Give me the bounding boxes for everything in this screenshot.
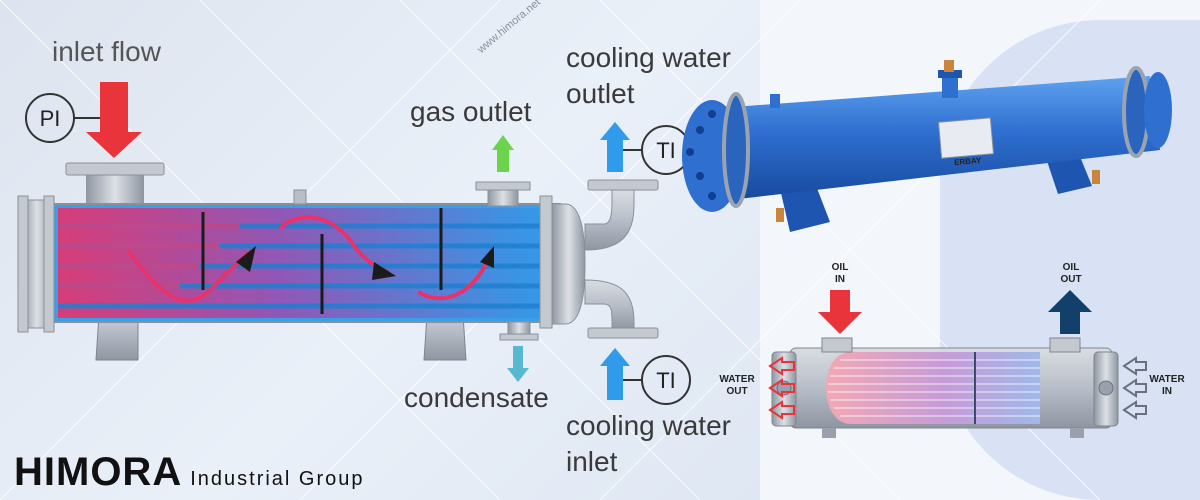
cooling-water-inlet-elbow <box>584 279 635 331</box>
oil-cooler-right-port <box>1098 380 1114 396</box>
right-flange <box>539 195 553 329</box>
water-in-label-line2: IN <box>1162 386 1172 397</box>
water-out-label: WATER OUT <box>712 374 762 398</box>
water-in-label-line1: WATER <box>1149 374 1185 385</box>
product-left-flange <box>722 92 750 208</box>
pi-badge-label: PI <box>40 106 61 131</box>
oil-out-arrow <box>1048 290 1092 334</box>
oil-cooler-foot-right <box>1070 428 1084 438</box>
shell-vent <box>293 189 307 205</box>
inlet-flow-label: inlet flow <box>52 36 161 67</box>
product-top-nozzle-flange <box>938 70 962 78</box>
oil-in-label-line2: IN <box>835 274 845 285</box>
product-top-nozzle <box>942 78 958 98</box>
water-out-arrows <box>768 356 795 420</box>
cooling-water-outlet-label-line2: outlet <box>566 78 635 109</box>
product-nameplate <box>937 117 995 159</box>
blue-oil-cooler-product: ERBAY <box>682 60 1172 232</box>
cooling-water-inlet-flange <box>587 327 659 339</box>
product-bottom-fitting <box>1092 170 1100 184</box>
condensate-arrow <box>507 346 529 382</box>
left-flange <box>17 195 29 333</box>
water-in-arrows <box>1122 356 1147 420</box>
product-bolts <box>686 110 716 200</box>
oil-out-nozzle <box>1049 337 1081 353</box>
gas-outlet-nozzle <box>487 187 519 207</box>
right-head <box>551 203 586 325</box>
cooling-water-outlet-arrow <box>600 122 630 172</box>
product-bottom-fitting-left <box>776 208 784 222</box>
gas-outlet-flange <box>475 181 531 191</box>
condensate-label: condensate <box>404 382 549 413</box>
oil-out-label-line1: OIL <box>1062 262 1080 273</box>
gas-outlet-label: gas outlet <box>410 96 532 127</box>
product-small-fitting <box>770 94 780 108</box>
water-in-label: WATER IN <box>1142 374 1192 398</box>
water-out-label-line2: OUT <box>726 386 748 397</box>
brand-logo: HIMORA Industrial Group <box>14 450 365 495</box>
cooling-water-inlet-arrow <box>600 348 630 400</box>
cooling-water-inlet-label-line2: inlet <box>566 446 618 477</box>
water-out-label-line1: WATER <box>719 374 755 385</box>
product-right-cap <box>1144 72 1172 148</box>
inlet-flow-arrow <box>86 82 142 158</box>
oil-cooler-tube-region <box>826 352 1040 424</box>
oil-out-label: OIL OUT <box>1056 262 1086 286</box>
oil-in-label-line1: OIL <box>831 262 849 273</box>
pi-gauge: PI <box>25 93 100 143</box>
brand-subtitle: Industrial Group <box>190 468 365 490</box>
ti-badge-bottom-label: TI <box>656 368 676 393</box>
nameplate-text: ERBAY <box>954 156 983 167</box>
flow-arrowheads <box>236 246 494 280</box>
cooling-water-outlet-elbow <box>584 189 635 251</box>
oil-cooler-cross-section <box>771 337 1119 438</box>
baffles <box>201 208 443 314</box>
product-copper-fitting <box>944 60 954 72</box>
oil-in-nozzle <box>821 337 853 353</box>
ti-badge-top-label: TI <box>656 138 676 163</box>
ti-gauge-inlet: TI <box>623 355 691 405</box>
oil-cooler-foot-left <box>822 428 836 438</box>
brand-name: HIMORA <box>14 450 183 494</box>
oil-in-label: OIL IN <box>826 262 854 286</box>
condensate-flange <box>499 333 539 341</box>
shell-tube-heat-exchanger <box>17 162 659 361</box>
left-flange-inner <box>43 195 55 333</box>
cooling-water-outlet-label-line1: cooling water <box>566 42 731 73</box>
inlet-flange <box>65 162 165 176</box>
inlet-nozzle <box>86 172 144 206</box>
oil-out-label-line2: OUT <box>1060 274 1082 285</box>
cooling-water-inlet-label-line1: cooling water <box>566 410 731 441</box>
oil-in-arrow <box>818 290 862 334</box>
gas-outlet-arrow <box>492 135 514 172</box>
oil-cooler-tubes <box>828 359 1040 417</box>
cooling-water-outlet-flange <box>587 179 659 191</box>
